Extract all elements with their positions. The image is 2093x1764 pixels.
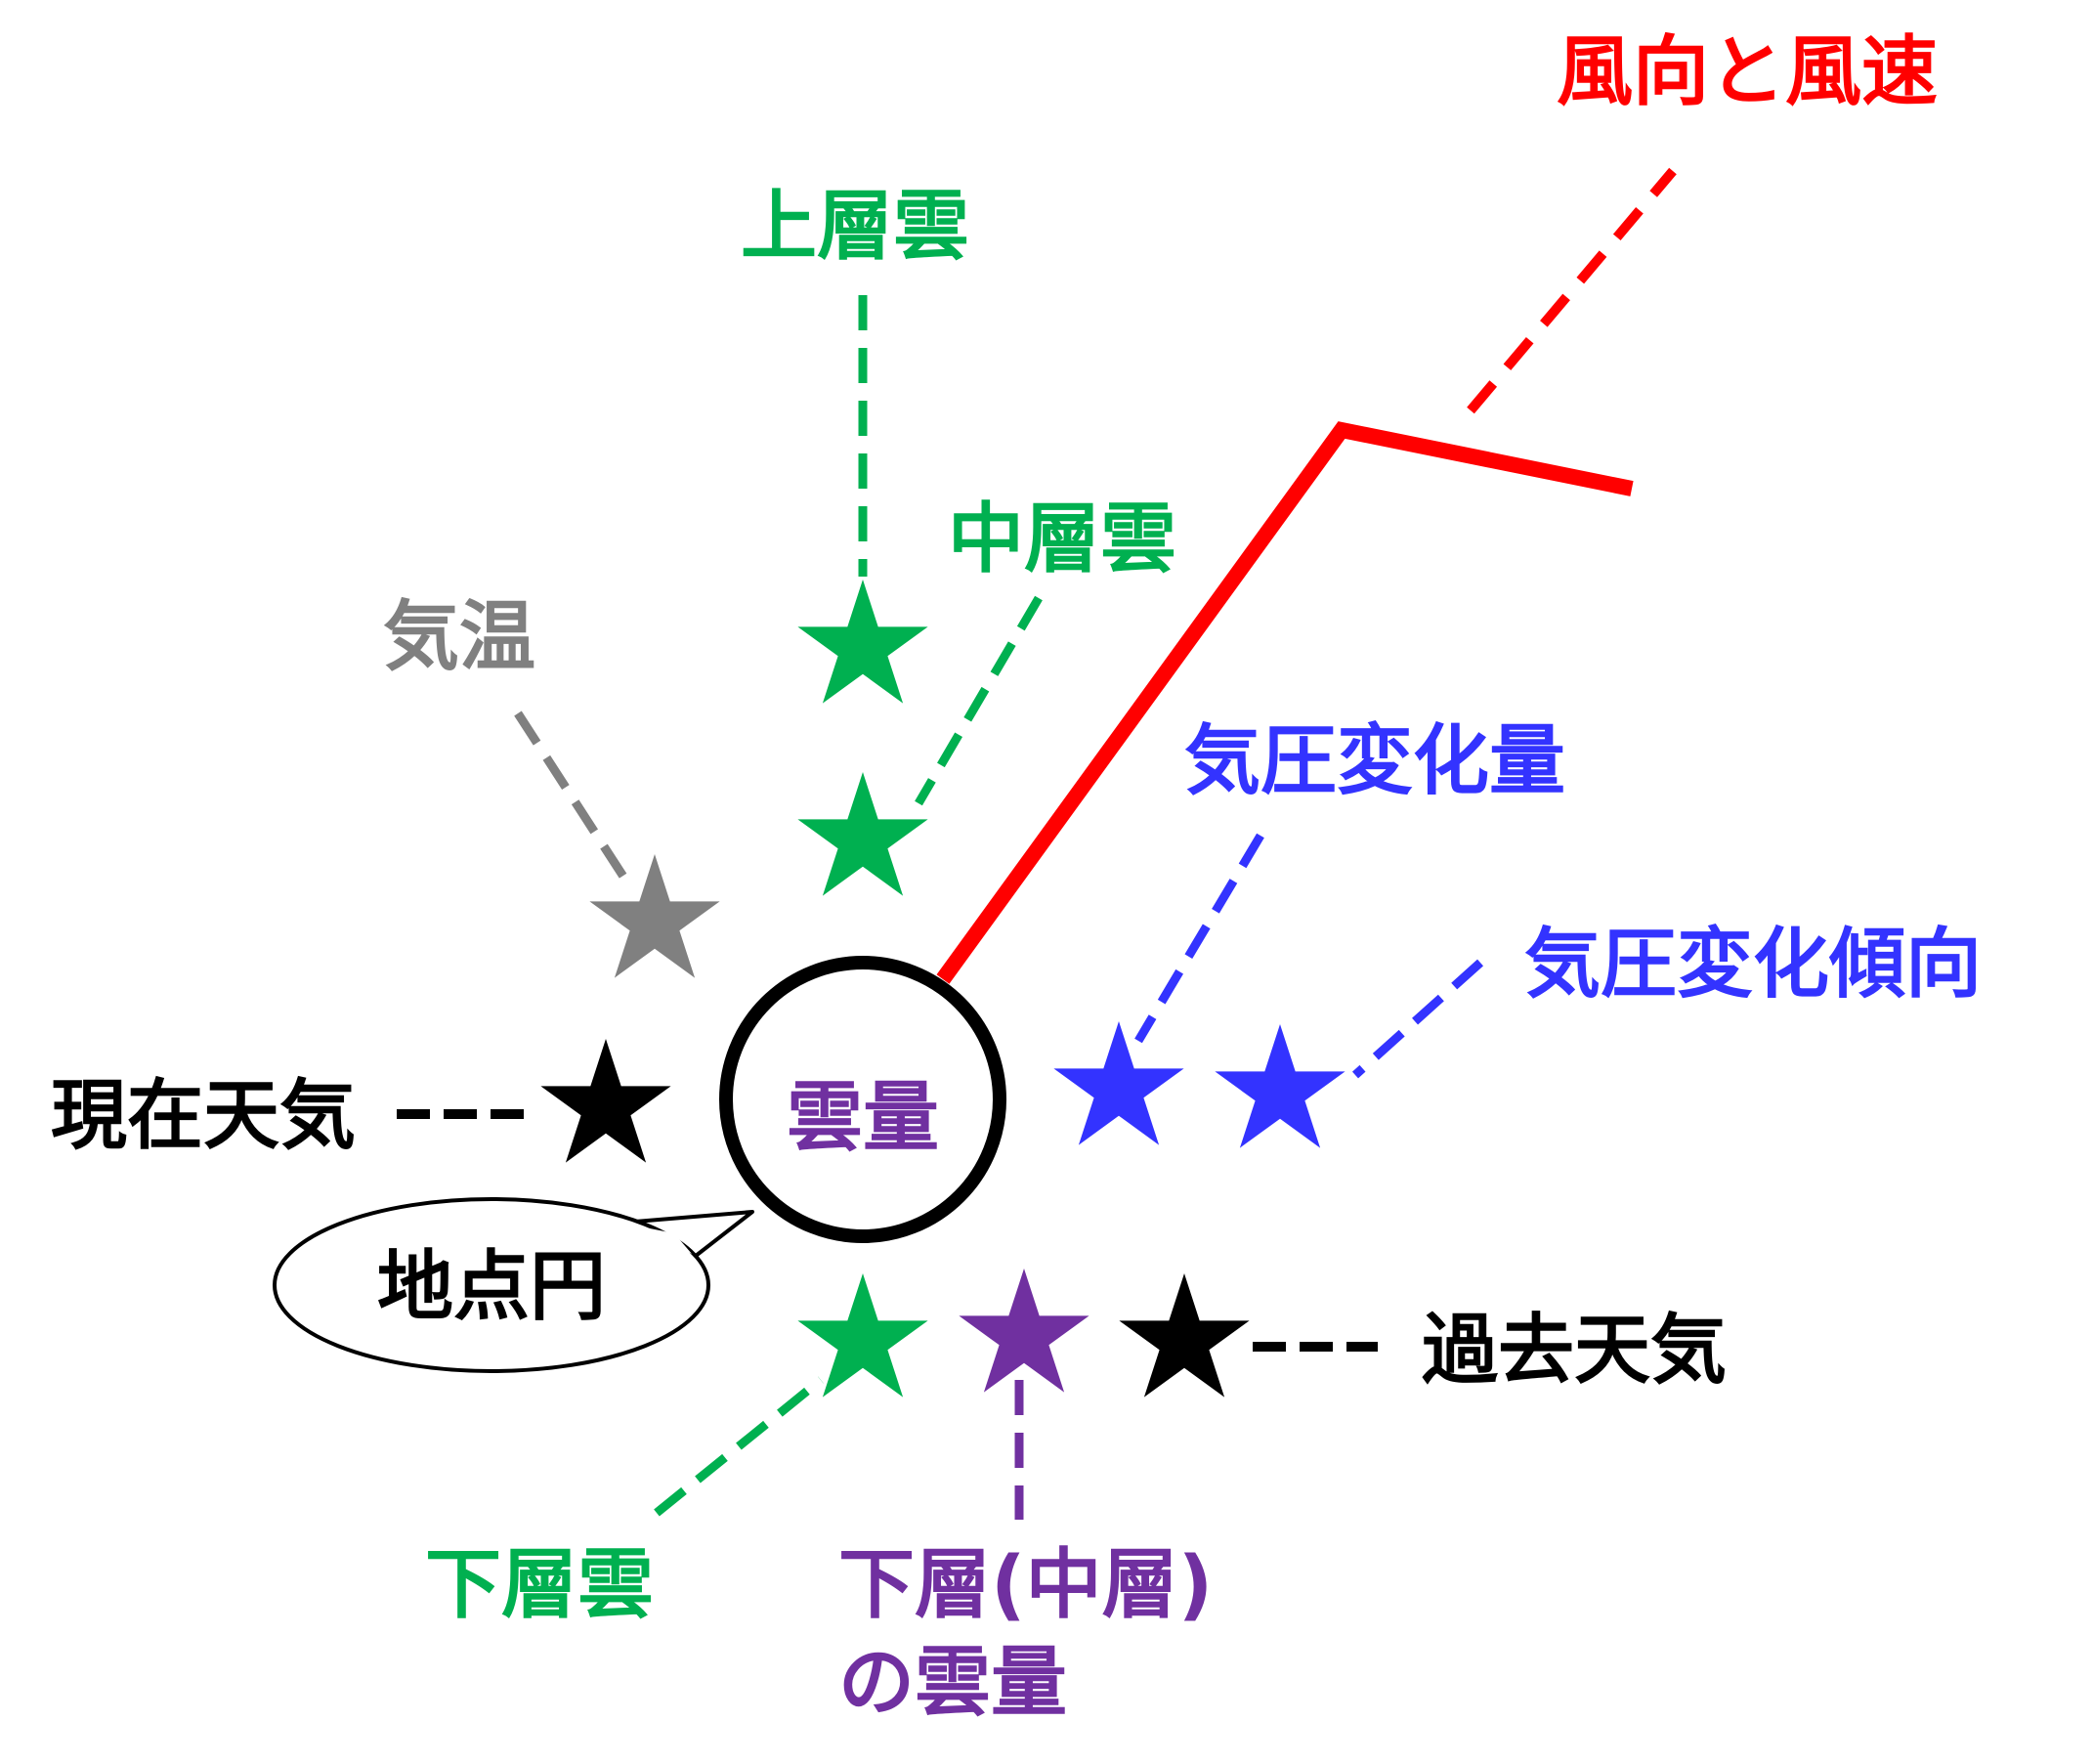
label-low-cloud-amount-line1: 下層(中層) <box>838 1541 1213 1629</box>
star-pressure-change-amount <box>1053 1021 1184 1145</box>
star-pressure-tendency <box>1215 1024 1346 1148</box>
station-circle-callout <box>273 1197 754 1373</box>
leader-middle-cloud <box>915 595 1043 806</box>
label-pressure-change-amount: 気圧変化量 <box>1184 717 1565 805</box>
leader-pressure-tendency <box>1351 959 1484 1079</box>
star-middle-cloud <box>797 772 928 896</box>
label-past-weather: 過去天気 <box>1422 1307 1727 1395</box>
star-past-weather <box>1119 1273 1250 1398</box>
label-temperature: 気温 <box>383 593 535 681</box>
label-station-circle: 地点円 <box>377 1243 606 1331</box>
label-low-cloud: 下層雲 <box>425 1541 654 1629</box>
label-pressure-tendency: 気圧変化傾向 <box>1524 921 1982 1009</box>
station-circle <box>719 956 1006 1243</box>
leader-low-cloud <box>654 1376 824 1517</box>
star-low-cloud-amount <box>959 1269 1089 1393</box>
label-wind: 風向と風速 <box>1557 28 1938 116</box>
star-temperature <box>589 854 720 978</box>
wind-barb <box>936 167 1677 984</box>
leader-temperature <box>514 710 629 882</box>
star-high-cloud <box>797 580 928 704</box>
label-middle-cloud: 中層雲 <box>948 495 1176 583</box>
label-low-cloud-amount-line2: の雲量 <box>838 1639 1067 1727</box>
star-low-cloud <box>797 1273 928 1398</box>
label-cloud-amount: 雲量 <box>787 1074 939 1162</box>
leader-pressure-change-amount <box>1134 833 1264 1044</box>
label-high-cloud: 上層雲 <box>741 183 969 271</box>
label-present-weather: 現在天気 <box>51 1072 356 1160</box>
star-present-weather <box>540 1039 671 1163</box>
